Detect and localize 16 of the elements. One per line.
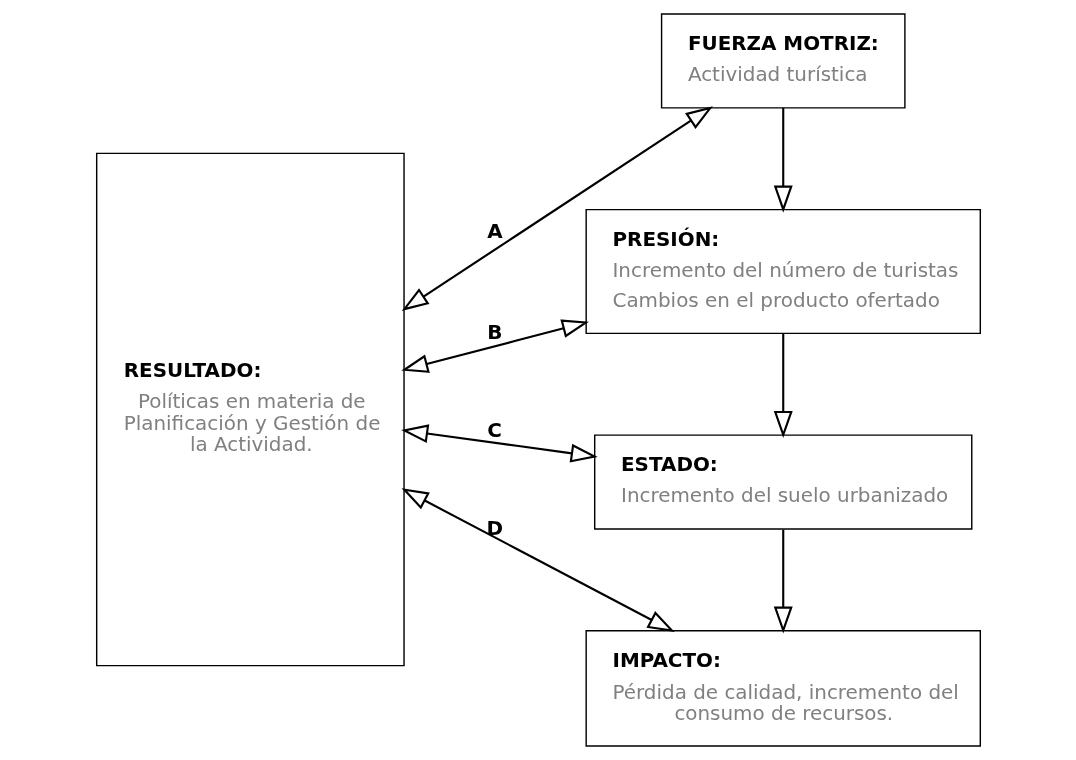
arrow [400, 319, 589, 373]
edge-label: A [486, 219, 503, 243]
node-box: FUERZA MOTRIZ: Actividad turística [660, 13, 906, 109]
arrow [401, 106, 713, 311]
edge-label: C [486, 418, 502, 442]
edge-label: D [486, 517, 503, 541]
node-box: ESTADO: Incremento del suelo urbanizado [593, 434, 972, 530]
arrow [400, 424, 598, 463]
arrow [773, 529, 793, 634]
edge-label: B [486, 320, 502, 344]
node-box: PRESIÓN: Incremento del número de turistas Cambios en el producto ofertado [584, 208, 981, 335]
arrow [773, 334, 793, 439]
arrow [401, 488, 675, 633]
node-box: RESULTADO: Políticas en materia de Planificación y Gestión de la Actividad. [95, 152, 405, 667]
node-box: IMPACTO: Pérdida de calidad, incremento del consumo de recursos. [584, 630, 981, 747]
arrow [773, 107, 793, 213]
